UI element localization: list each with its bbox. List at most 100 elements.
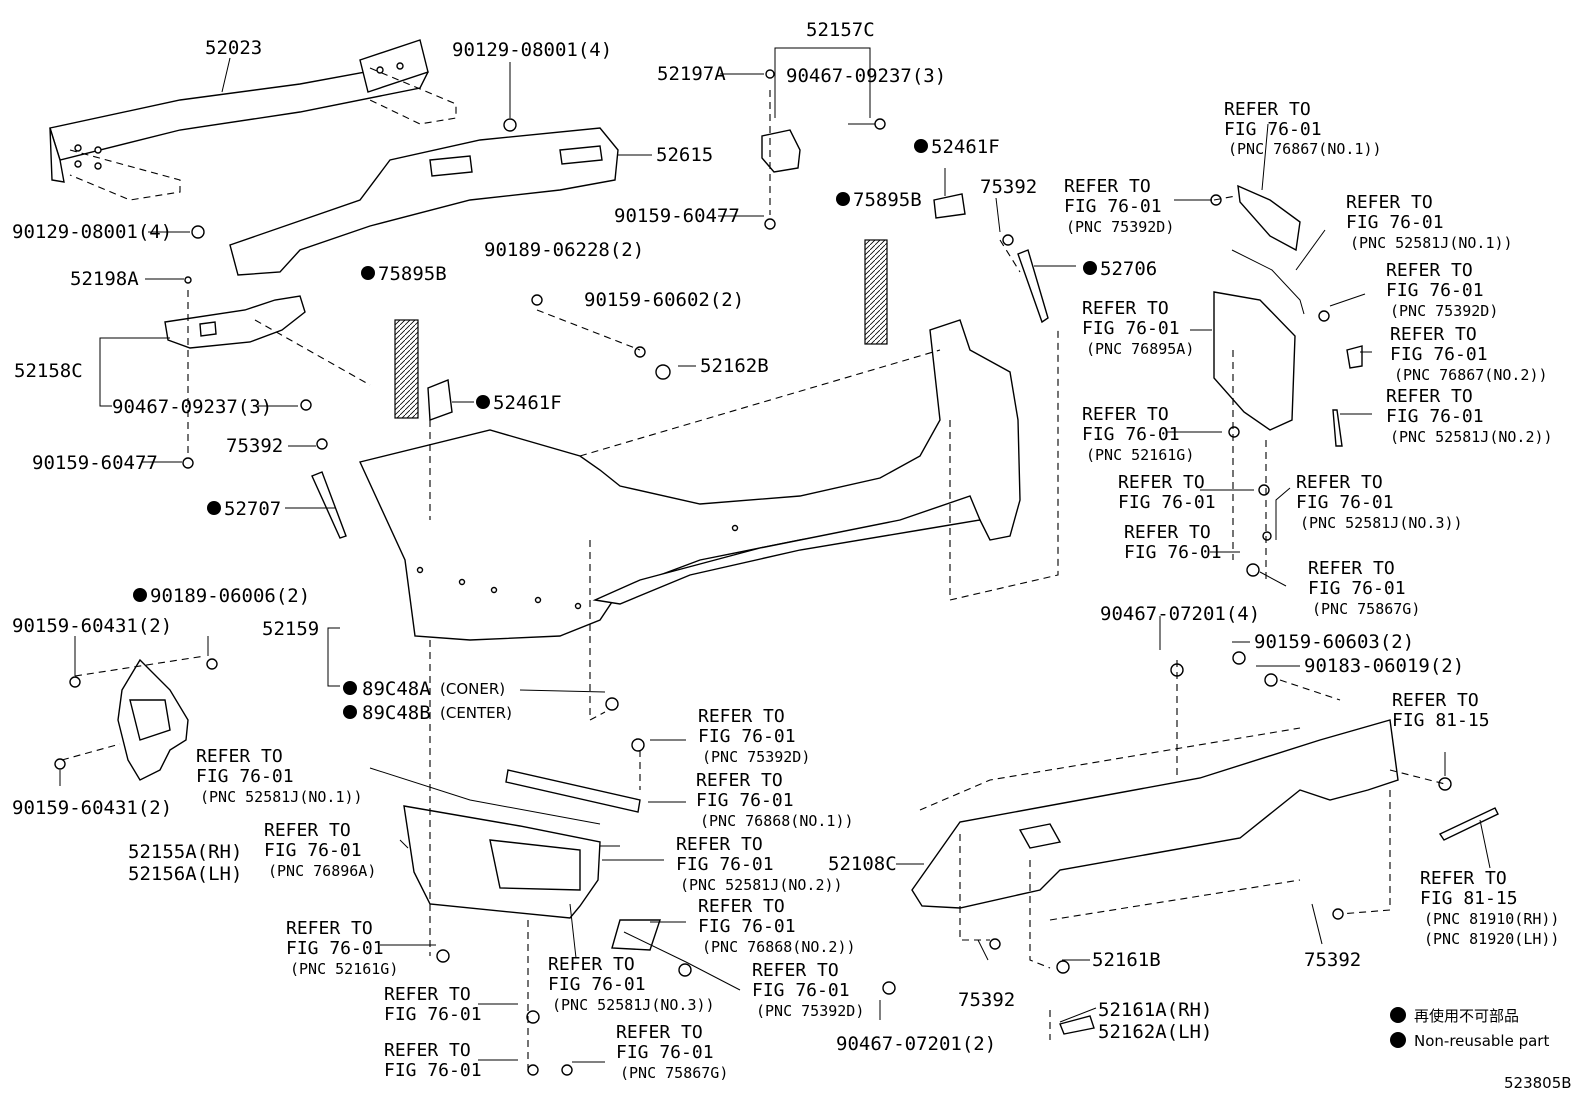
refer-label: REFER TO (1346, 192, 1433, 213)
refer-fig: FIG 76-01 (676, 854, 774, 875)
refer-label: REFER TO (1082, 404, 1169, 425)
refer-fig: FIG 76-01 (1124, 542, 1222, 563)
refer-pnc: (PNC 76867(NO.2)) (1394, 366, 1548, 384)
label-52461f-top: 52461F (931, 136, 1000, 158)
label-52159: 52159 (262, 618, 319, 640)
label-90159-60477-top: 90159-60477 (614, 205, 740, 227)
refer-fig: FIG 76-01 (1386, 280, 1484, 301)
refer-label: REFER TO (696, 770, 783, 791)
refer-fig: FIG 76-01 (548, 974, 646, 995)
refer-fig: FIG 76-01 (696, 790, 794, 811)
label-90159-60477-left: 90159-60477 (32, 452, 158, 474)
energy-absorber-52615 (229, 127, 619, 276)
refer-label: REFER TO (1392, 690, 1479, 711)
refer-fig: FIG 76-01 (1296, 492, 1394, 513)
refer-pnc: (PNC 52161G) (1086, 446, 1194, 464)
label-52157c: 52157C (806, 19, 875, 41)
refer-fig: FIG 76-01 (1346, 212, 1444, 233)
lower-diffuser-52108c (911, 719, 1399, 909)
bumper-reinforcement-52023 (49, 39, 429, 183)
bumper-cover-52159 (359, 319, 1021, 641)
label-75392-bottom-mid: 75392 (958, 989, 1015, 1011)
non-reusable-marker (133, 588, 147, 602)
label-90189-06228: 90189-06228(2) (484, 239, 644, 261)
refer-fig: FIG 76-01 (1064, 196, 1162, 217)
label-90129-top: 90129-08001(4) (452, 39, 612, 61)
refer-fig: FIG 76-01 (1386, 406, 1484, 427)
label-75392-left: 75392 (226, 435, 283, 457)
refer-label: REFER TO (676, 834, 763, 855)
refer-pnc: (PNC 52581J(NO.3)) (552, 996, 715, 1014)
label-90183-06019: 90183-06019(2) (1304, 655, 1464, 677)
refer-label: REFER TO (698, 896, 785, 917)
refer-label: REFER TO (1064, 176, 1151, 197)
reflector-75895b-mid (864, 239, 888, 345)
label-52198a: 52198A (70, 268, 139, 290)
label-90159-60602: 90159-60602(2) (584, 289, 744, 311)
label-75392-bottom-right: 75392 (1304, 949, 1361, 971)
label-52706: 52706 (1100, 258, 1157, 280)
side-bracket-52155a (117, 658, 189, 781)
refer-label: REFER TO (616, 1022, 703, 1043)
refer-label: REFER TO (698, 706, 785, 727)
refer-pnc: (PNC 52581J(NO.3)) (1300, 514, 1463, 532)
label-90467-07201-4: 90467-07201(4) (1100, 603, 1260, 625)
refer-fig: FIG 76-01 (698, 916, 796, 937)
label-90129-left: 90129-08001(4) (12, 221, 172, 243)
refer-label: REFER TO (384, 984, 471, 1005)
refer-fig: FIG 76-01 (264, 840, 362, 861)
label-52108c: 52108C (828, 853, 897, 875)
lower-garnish-left (403, 805, 601, 919)
label-90467-top: 90467-09237(3) (786, 65, 946, 87)
refer-fig: FIG 76-01 (616, 1042, 714, 1063)
refer-label: REFER TO (752, 960, 839, 981)
refer-fig: FIG 76-01 (698, 726, 796, 747)
refer-label: REFER TO (196, 746, 283, 767)
refer-pnc: (PNC 75867G) (620, 1064, 728, 1082)
non-reusable-marker (207, 501, 221, 515)
refer-fig: FIG 76-01 (1224, 119, 1322, 140)
non-reusable-marker (343, 705, 357, 719)
bumper-bracket-52158c (164, 295, 306, 349)
label-90159-60431-top: 90159-60431(2) (12, 615, 172, 637)
refer-pnc: (PNC 76868(NO.2)) (702, 938, 856, 956)
label-90159-60603: 90159-60603(2) (1254, 631, 1414, 653)
refer-fig: FIG 76-01 (1118, 492, 1216, 513)
refer-pnc: (PNC 75392D) (1066, 218, 1174, 236)
refer-pnc: (PNC 52581J(NO.1)) (200, 788, 363, 806)
non-reusable-marker (476, 395, 490, 409)
label-52615: 52615 (656, 144, 713, 166)
assembly-lines (61, 90, 1446, 1070)
label-52197a: 52197A (657, 63, 726, 85)
label-75895b-mid: 75895B (853, 189, 922, 211)
non-reusable-marker (1083, 261, 1097, 275)
refer-fig: FIG 76-01 (1308, 578, 1406, 599)
refer-pnc: (PNC 81910(RH)) (1424, 910, 1559, 928)
leader-lines (59, 57, 1491, 1063)
label-52162a: 52162A(LH) (1098, 1021, 1212, 1043)
part-labels: 52023 90129-08001(4) 90129-08001(4) 5261… (12, 19, 1464, 1055)
retainer-52461f-left (427, 379, 453, 421)
label-52161a: 52161A(RH) (1098, 999, 1212, 1021)
refer-pnc: (PNC 76895A) (1086, 340, 1194, 358)
side-retainer-52706 (1017, 249, 1049, 324)
refer-pnc: (PNC 76867(NO.1)) (1228, 140, 1382, 158)
refer-pnc: (PNC 75392D) (702, 748, 810, 766)
non-reusable-marker (836, 192, 850, 206)
label-90159-60431-bottom: 90159-60431(2) (12, 797, 172, 819)
label-89c48a: 89C48A (362, 678, 431, 700)
label-90467-07201-2: 90467-07201(2) (836, 1033, 996, 1055)
label-52707: 52707 (224, 498, 281, 520)
refer-pnc: (PNC 76868(NO.1)) (700, 812, 854, 830)
refer-label: REFER TO (264, 820, 351, 841)
legend-english: Non-reusable part (1414, 1032, 1549, 1050)
refer-pnc: (PNC 52581J(NO.2)) (680, 876, 843, 894)
label-90189-06006: 90189-06006(2) (150, 585, 310, 607)
refer-fig: FIG 76-01 (1082, 424, 1180, 445)
refer-pnc: (PNC 52581J(NO.1)) (1350, 234, 1513, 252)
refer-label: REFER TO (1082, 298, 1169, 319)
refer-fig: FIG 76-01 (1390, 344, 1488, 365)
label-52155a: 52155A(RH) (128, 841, 242, 863)
legend-marker (1390, 1032, 1406, 1048)
